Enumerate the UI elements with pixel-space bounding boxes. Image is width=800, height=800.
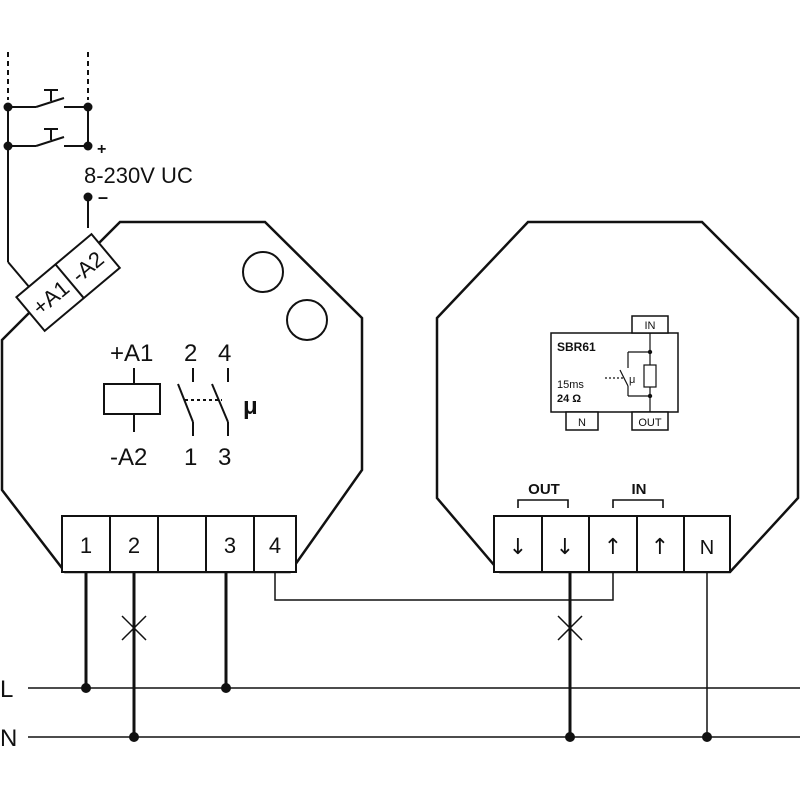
sbr61-module: IN N OUT SBR61 15ms 24 Ω μ [550, 315, 679, 431]
minus-sign: – [98, 187, 108, 207]
push-buttons [7, 52, 89, 289]
sbr-terminal-n: N [700, 537, 714, 559]
relay-mu-symbol: μ [243, 393, 258, 420]
module-name: SBR61 [557, 340, 596, 354]
pin-in-label: IN [645, 320, 656, 332]
relay-coil [103, 383, 161, 415]
pin-n-label: N [578, 417, 586, 429]
relay-terminal-block [61, 515, 297, 573]
module-rating: 24 Ω [557, 393, 581, 405]
relay-adjust-knobs [242, 251, 328, 341]
group-brackets [517, 499, 664, 508]
sbr-terminal-out-1: ↓ [509, 535, 527, 560]
relay-contacts [177, 368, 229, 436]
plus-sign: + [97, 141, 106, 158]
group-out-label: OUT [528, 481, 560, 498]
contact-2-label: 2 [184, 340, 197, 367]
live-line-label: L [0, 676, 13, 703]
rail-junctions [81, 683, 712, 742]
contact-3-label: 3 [218, 444, 231, 471]
neutral-line-label: N [0, 725, 17, 752]
group-in-label: IN [632, 481, 647, 498]
sbr-terminal-out-2: ↓ [556, 535, 574, 560]
sbr-terminal-in-2: ↑ [651, 535, 669, 560]
pin-out-label: OUT [638, 417, 662, 429]
module-nodes [647, 349, 653, 399]
sbr-terminal-block [493, 515, 731, 573]
relay-coil-tag: +A1 -A2 [15, 232, 122, 333]
module-timing: 15ms [557, 379, 584, 391]
relay-terminal-3: 3 [224, 533, 236, 558]
relay-terminal-4: 4 [269, 533, 281, 558]
symbol-a2-label: -A2 [110, 444, 147, 471]
module-mu-symbol: μ [629, 374, 635, 386]
module-circuit [605, 333, 657, 412]
relay-terminal-1: 1 [80, 533, 92, 558]
contact-4-label: 4 [218, 340, 231, 367]
button-junctions [3, 102, 93, 202]
supply-voltage-label: 8-230V UC [84, 163, 193, 188]
contact-1-label: 1 [184, 444, 197, 471]
symbol-a1-label: +A1 [110, 340, 153, 367]
sbr-terminal-in-1: ↑ [604, 535, 622, 560]
relay-terminal-2: 2 [128, 533, 140, 558]
wiring [28, 572, 800, 738]
